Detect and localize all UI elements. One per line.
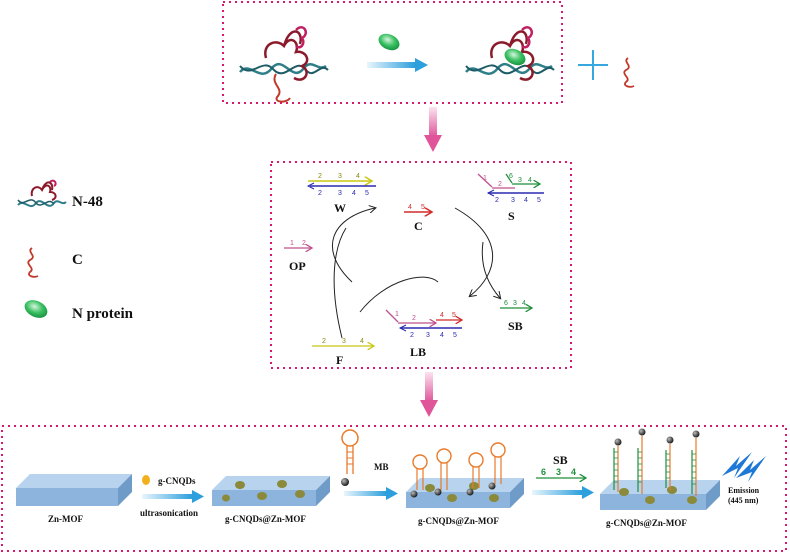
w-duplex: 2 3 4 2 3 4 5 — [306, 173, 376, 197]
lb-bot-num-4: 5 — [453, 332, 457, 339]
w-bot-num-1: 2 — [318, 190, 322, 197]
cycle-arrow-release-sb — [481, 241, 500, 298]
legend-n48-label: N-48 — [72, 194, 103, 210]
f-num-3: 4 — [360, 338, 364, 345]
s-label: S — [508, 209, 515, 223]
lb-bot-num-2: 3 — [426, 332, 430, 339]
zn-mof-plate — [16, 474, 132, 506]
composite-label-2: g-CNQDs@Zn-MOF — [418, 516, 499, 526]
lb-bot-num-3: 4 — [440, 332, 444, 339]
c-strand-released-icon — [623, 57, 635, 88]
composite-label-3: g-CNQDs@Zn-MOF — [606, 518, 687, 528]
g-cnqds-dot-icon — [142, 475, 150, 485]
middle-panel-border — [270, 161, 572, 369]
s-top-num-5: 4 — [528, 177, 532, 184]
blue-arrow-bottom-3 — [532, 486, 594, 499]
composite-plate-2 — [406, 478, 524, 508]
s-top-num-4: 3 — [518, 177, 522, 184]
lb-top-num-1: 1 — [395, 311, 399, 318]
mb-label: MB — [374, 462, 389, 472]
s-bot-num-4: 5 — [537, 197, 541, 204]
cycle-arrow-bottom — [359, 276, 439, 313]
aptamer-protein-complex-icon — [465, 26, 555, 81]
lb-top-num-2: 2 — [412, 315, 416, 322]
lb-bot-num-1: 2 — [410, 332, 414, 339]
blue-arrow-top — [367, 58, 428, 72]
emission-wavelength-label: (445 nm) — [728, 496, 759, 505]
s-top-num-1: 1 — [483, 175, 487, 182]
s-bot-num-2: 3 — [511, 197, 515, 204]
op-num-1: 1 — [290, 240, 294, 247]
f-label: F — [336, 353, 343, 367]
g-cnqds-label: g-CNQDs — [158, 476, 196, 486]
sb-num-1: 6 — [504, 300, 508, 307]
sb-num-3: 4 — [522, 300, 526, 307]
opened-duplexes — [613, 428, 700, 496]
op-num-2: 2 — [302, 240, 306, 247]
s-bot-num-1: 2 — [495, 197, 499, 204]
n-protein-legend-icon — [24, 300, 48, 318]
n-protein-icon — [378, 33, 400, 51]
s-bot-num-3: 4 — [524, 197, 528, 204]
sb-transfer-strand: 6 3 4 — [536, 467, 586, 478]
c-legend-icon — [27, 247, 39, 278]
surface-hairpins — [410, 442, 506, 498]
legend-c-label: C — [72, 252, 83, 268]
bottom-panel-border — [1, 425, 787, 552]
legend: N-48 C N protein — [17, 179, 134, 322]
sb-transfer-num-2: 3 — [556, 467, 561, 477]
s-top-num-3: 6 — [509, 173, 513, 180]
zn-mof-label: Zn-MOF — [48, 514, 84, 524]
w-bot-num-2: 3 — [338, 190, 342, 197]
mb-hairpin-icon — [341, 429, 359, 486]
sb-label: SB — [508, 319, 523, 333]
top-panel-border — [222, 1, 563, 104]
legend-n-protein-label: N protein — [72, 306, 134, 322]
emission-label: Emission — [728, 486, 760, 495]
w-bot-num-4: 5 — [365, 190, 369, 197]
w-label: W — [334, 201, 346, 215]
sb-num-2: 3 — [513, 300, 517, 307]
blue-arrow-bottom-1 — [142, 490, 204, 503]
pink-arrow-1 — [424, 107, 442, 152]
sb-transfer-label: SB — [553, 453, 568, 467]
composite-plate-3 — [600, 480, 720, 510]
lb-top-num-4: 5 — [452, 312, 456, 319]
f-num-2: 3 — [342, 338, 346, 345]
blue-arrow-bottom-2 — [344, 487, 398, 500]
w-top-num-2: 3 — [338, 173, 342, 180]
op-strand: 1 2 — [284, 240, 312, 248]
s-top-num-2: 2 — [498, 181, 502, 188]
w-top-num-1: 2 — [318, 173, 322, 180]
lb-top-num-3: 4 — [440, 312, 444, 319]
sb-transfer-num-3: 4 — [571, 467, 576, 477]
c-label: C — [414, 219, 423, 233]
c-strand: 4 5 — [404, 204, 432, 212]
n48-legend-icon — [17, 179, 67, 208]
op-label: OP — [289, 259, 306, 273]
ultrasonication-label: ultrasonication — [140, 508, 198, 518]
cycle-arrow-left — [332, 208, 375, 283]
c-num-2: 5 — [421, 204, 425, 211]
lb-label: LB — [410, 345, 426, 359]
f-strand: 2 3 4 — [312, 338, 374, 346]
w-bot-num-3: 4 — [352, 190, 356, 197]
cycle-arrow-right — [454, 207, 493, 296]
plus-icon — [578, 50, 608, 80]
n48-aptamer-icon — [239, 26, 329, 103]
cycle-arrow-release-op — [333, 227, 347, 339]
sb-strand: 6 3 4 — [500, 300, 532, 308]
composite-label-1: g-CNQDs@Zn-MOF — [225, 514, 306, 524]
lightning-emission-icon — [722, 452, 766, 482]
s-duplex: 1 2 6 3 4 2 3 4 5 — [477, 173, 544, 204]
lb-duplex: 1 2 4 5 2 3 4 5 — [385, 309, 462, 339]
f-num-1: 2 — [322, 338, 326, 345]
sb-transfer-num-1: 6 — [541, 467, 546, 477]
c-num-1: 4 — [408, 204, 412, 211]
composite-plate-1 — [212, 476, 330, 506]
w-top-num-3: 4 — [356, 173, 360, 180]
pink-arrow-2 — [420, 372, 438, 417]
